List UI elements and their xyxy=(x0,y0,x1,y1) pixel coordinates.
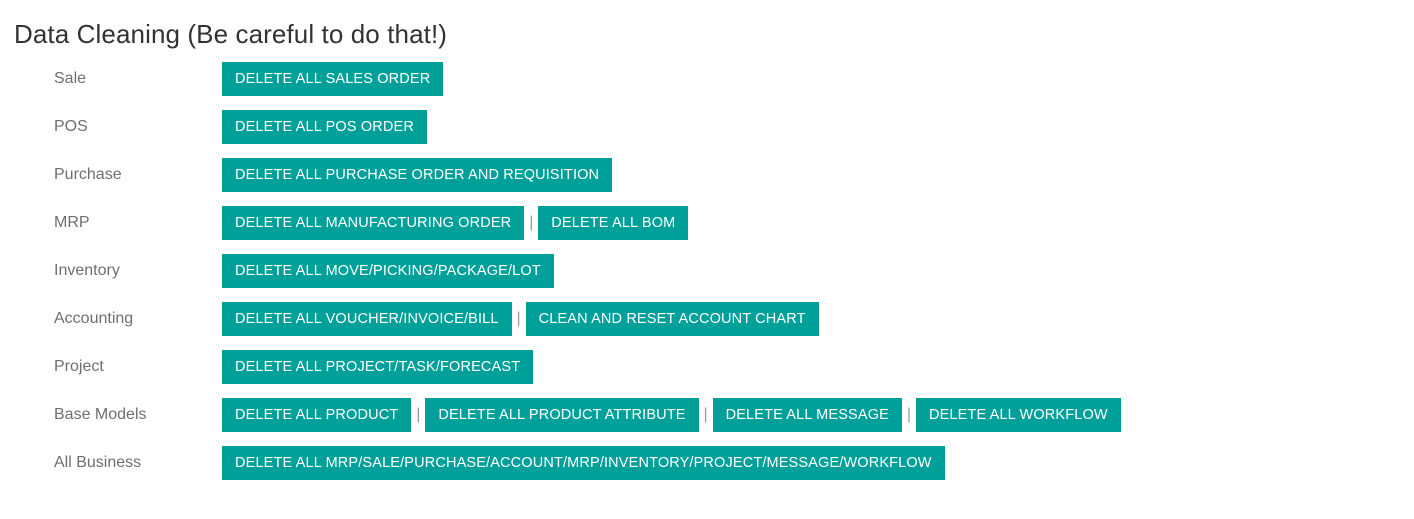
action-button-delete-all-product[interactable]: Delete all Product xyxy=(222,398,412,432)
cleaning-row: Base ModelsDelete all Product|Delete all… xyxy=(0,398,1414,432)
button-separator: | xyxy=(511,302,526,336)
row-button-group: Delete all Move/Picking/Package/Lot xyxy=(222,254,1414,288)
cleaning-row: All Business Delete all MRP/Sale/Purchase… xyxy=(0,446,1414,480)
row-label-project: Project xyxy=(54,358,104,375)
action-button-delete-all-mrp-sale-purchase-account-mrp-inventory-project-message-workflow[interactable]: Delete all MRP/Sale/Purchase/Account/MRP… xyxy=(222,446,945,480)
cleaning-row: Project Delete all Project/Task/Forecast xyxy=(0,350,1414,384)
action-button-delete-all-manufacturing-order[interactable]: Delete all Manufacturing Order xyxy=(222,206,525,240)
row-label-pos: POS xyxy=(54,118,88,135)
cleaning-row: POS Delete all POS Order xyxy=(0,110,1414,144)
row-button-group: Delete all Project/Task/Forecast xyxy=(222,350,1414,384)
action-button-delete-all-sales-order[interactable]: Delete all Sales Order xyxy=(222,62,444,96)
row-button-group: Delete all MRP/Sale/Purchase/Account/MRP… xyxy=(222,446,1414,480)
row-button-group: Delete all POS Order xyxy=(222,110,1414,144)
action-button-delete-all-message[interactable]: Delete all Message xyxy=(712,398,902,432)
cleaning-row: Sale Delete all Sales Order xyxy=(0,62,1414,96)
cleaning-row: Inventory Delete all Move/Picking/Package… xyxy=(0,254,1414,288)
row-label-mrp: MRP xyxy=(54,214,90,231)
page-title: Data Cleaning (Be careful to do that!) xyxy=(14,19,448,49)
action-button-delete-all-voucher-invoice-bill[interactable]: Delete all Voucher/Invoice/Bill xyxy=(222,302,512,336)
row-label-purchase: Purchase xyxy=(54,166,122,183)
row-button-group: Delete all Purchase Order and Requisitio… xyxy=(222,158,1414,192)
action-button-delete-all-project-task-forecast[interactable]: Delete all Project/Task/Forecast xyxy=(222,350,534,384)
button-separator: | xyxy=(524,206,539,240)
cleaning-row: MRP Delete all Manufacturing Order|Delete… xyxy=(0,206,1414,240)
row-label-sale: Sale xyxy=(54,70,87,87)
row-button-group: Delete all Product|Delete all Product At… xyxy=(222,398,1414,432)
row-label-base-models: Base Models xyxy=(54,406,147,423)
action-button-clean-and-reset-account-chart[interactable]: Clean and Reset Account Chart xyxy=(525,302,819,336)
action-button-delete-all-purchase-order-and-requisition[interactable]: Delete all Purchase Order and Requisitio… xyxy=(222,158,613,192)
button-separator: | xyxy=(901,398,916,432)
row-button-group: Delete all Manufacturing Order|Delete al… xyxy=(222,206,1414,240)
action-button-delete-all-bom[interactable]: Delete all BOM xyxy=(538,206,689,240)
action-button-delete-all-workflow[interactable]: Delete all Workflow xyxy=(915,398,1121,432)
cleaning-action-rows: Sale Delete all Sales OrderPOS Delete all … xyxy=(0,62,1414,494)
button-separator: | xyxy=(698,398,713,432)
row-label-inventory: Inventory xyxy=(54,262,120,279)
action-button-delete-all-move-picking-package-lot[interactable]: Delete all Move/Picking/Package/Lot xyxy=(222,254,554,288)
action-button-delete-all-pos-order[interactable]: Delete all POS Order xyxy=(222,110,427,144)
row-label-all-business: All Business xyxy=(54,454,142,471)
row-button-group: Delete all Sales Order xyxy=(222,62,1414,96)
cleaning-row: Accounting Delete all Voucher/Invoice/Bil… xyxy=(0,302,1414,336)
row-label-accounting: Accounting xyxy=(54,310,134,327)
button-separator: | xyxy=(411,398,426,432)
cleaning-row: Purchase Delete all Purchase Order and Re… xyxy=(0,158,1414,192)
action-button-delete-all-product-attribute[interactable]: Delete all Product Attribute xyxy=(425,398,699,432)
row-button-group: Delete all Voucher/Invoice/Bill|Clean an… xyxy=(222,302,1414,336)
